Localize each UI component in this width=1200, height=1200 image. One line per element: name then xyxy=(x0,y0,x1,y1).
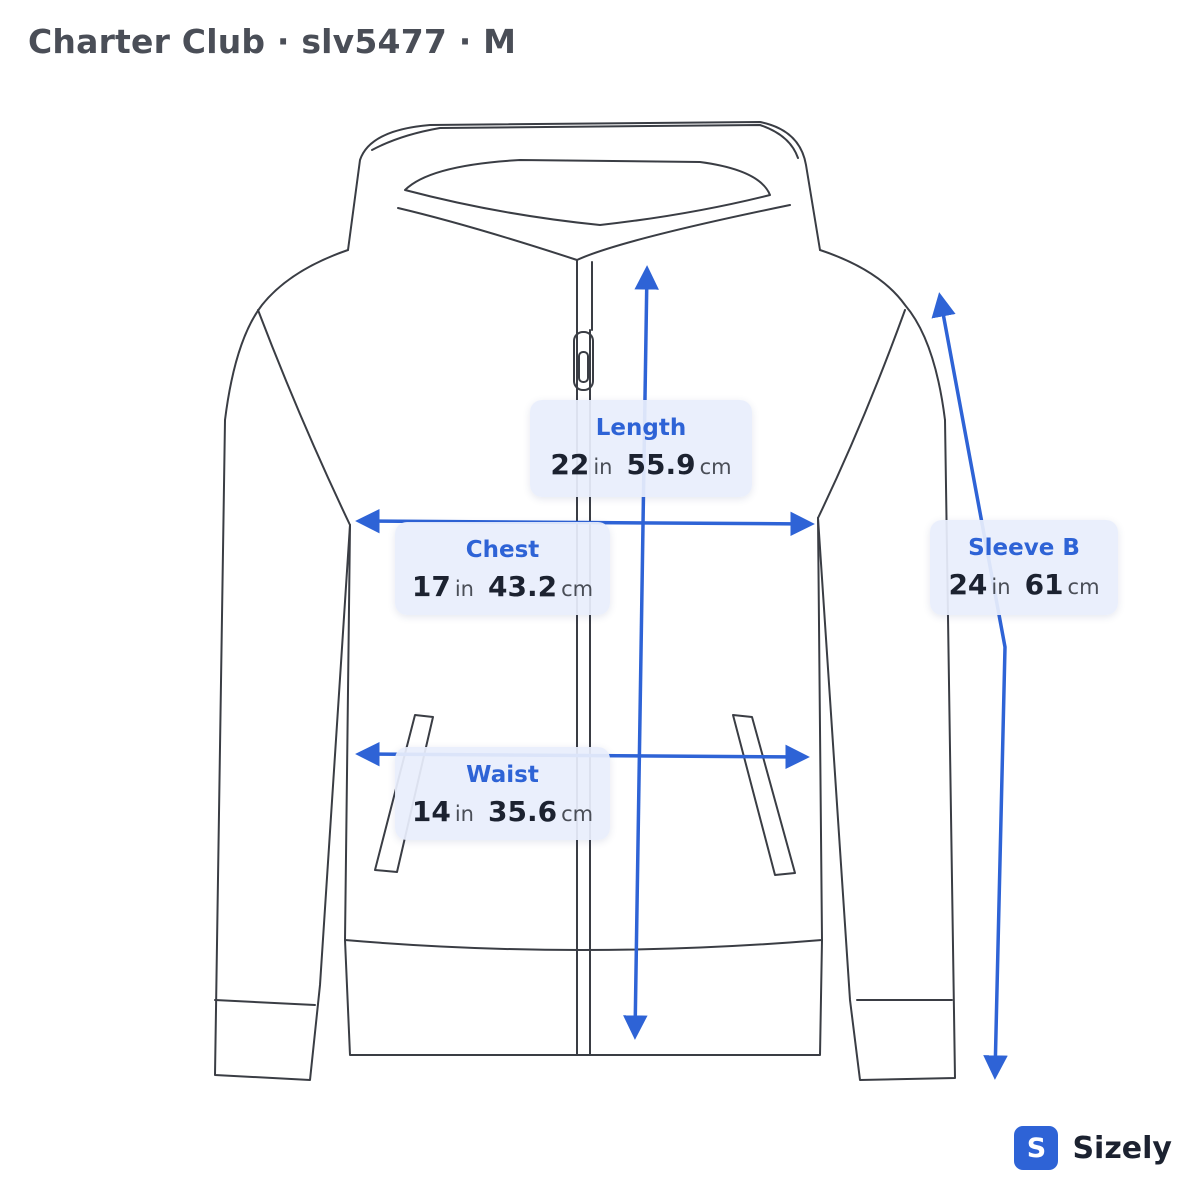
length-inches-unit: in xyxy=(593,455,613,479)
chest-cm: 43.2 xyxy=(488,570,558,603)
brand-badge-icon: S xyxy=(1014,1126,1059,1170)
brand-logo: S Sizely xyxy=(1014,1126,1172,1170)
brand-name: Sizely xyxy=(1072,1130,1172,1166)
left-shoulder xyxy=(224,249,349,421)
sleeve-cm: 61 xyxy=(1024,568,1064,601)
hood-inner xyxy=(371,124,799,159)
chest-cm-unit: cm xyxy=(561,577,594,601)
waist-cm-unit: cm xyxy=(561,802,594,826)
sleeve-inches: 24 xyxy=(948,568,988,601)
page-title: Charter Club · slv5477 · M xyxy=(28,22,517,61)
length-cm: 55.9 xyxy=(626,448,696,481)
waist-label: Waist xyxy=(466,762,539,788)
waist-cm: 35.6 xyxy=(488,795,558,828)
hood-opening xyxy=(404,159,771,226)
waist-inches-unit: in xyxy=(454,802,474,826)
hood-outline xyxy=(347,121,821,251)
sleeve-label: Sleeve B xyxy=(968,535,1080,561)
left-sleeve xyxy=(214,419,351,1081)
length-label: Length xyxy=(595,415,687,441)
sleeve-arrow xyxy=(931,292,1008,1080)
hem-band xyxy=(344,939,823,951)
chest-label: Chest xyxy=(465,537,540,563)
length-cm-unit: cm xyxy=(699,455,732,479)
body-outline xyxy=(344,517,823,1056)
waist-inches: 14 xyxy=(411,795,451,828)
length-inches: 22 xyxy=(550,448,590,481)
length-arrow xyxy=(623,265,659,1040)
sleeve-cm-unit: cm xyxy=(1067,575,1100,599)
left-pocket xyxy=(374,714,434,873)
sleeve-inches-unit: in xyxy=(991,575,1011,599)
chest-inches-unit: in xyxy=(454,577,474,601)
zipper-pull xyxy=(573,331,594,391)
right-sleeve xyxy=(817,419,956,1081)
right-shoulder xyxy=(819,249,946,421)
right-pocket xyxy=(732,714,796,876)
chest-inches: 17 xyxy=(411,570,451,603)
